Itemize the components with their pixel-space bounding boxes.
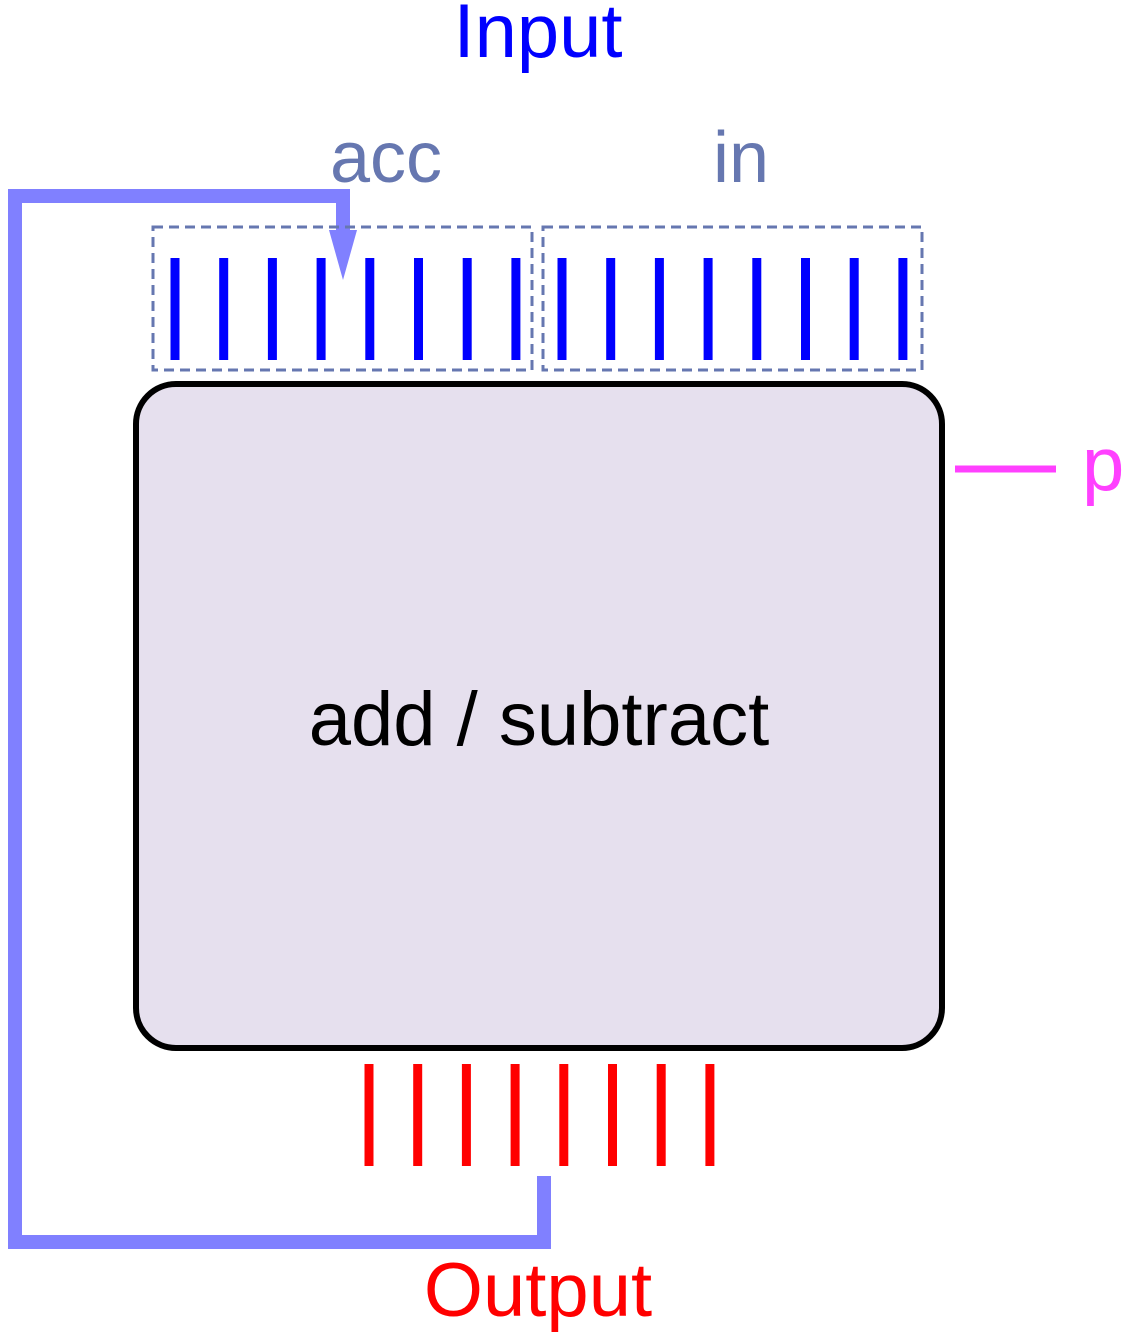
feedback-arrowhead — [329, 230, 357, 280]
output-title: Output — [424, 1248, 652, 1333]
output-wires — [364, 1064, 715, 1166]
acc-group-box — [151, 225, 534, 372]
feedback-path — [8, 189, 551, 1249]
acc-input-wires — [170, 258, 521, 360]
in-group-label: in — [713, 118, 769, 198]
in-input-wires — [557, 258, 908, 360]
block-label: add / subtract — [309, 677, 770, 762]
input-title: Input — [453, 0, 622, 74]
in-group-box — [541, 225, 924, 372]
acc-group-label: acc — [330, 118, 442, 198]
control-label-p: p — [1082, 422, 1124, 507]
add-subtract-block — [133, 381, 945, 1051]
